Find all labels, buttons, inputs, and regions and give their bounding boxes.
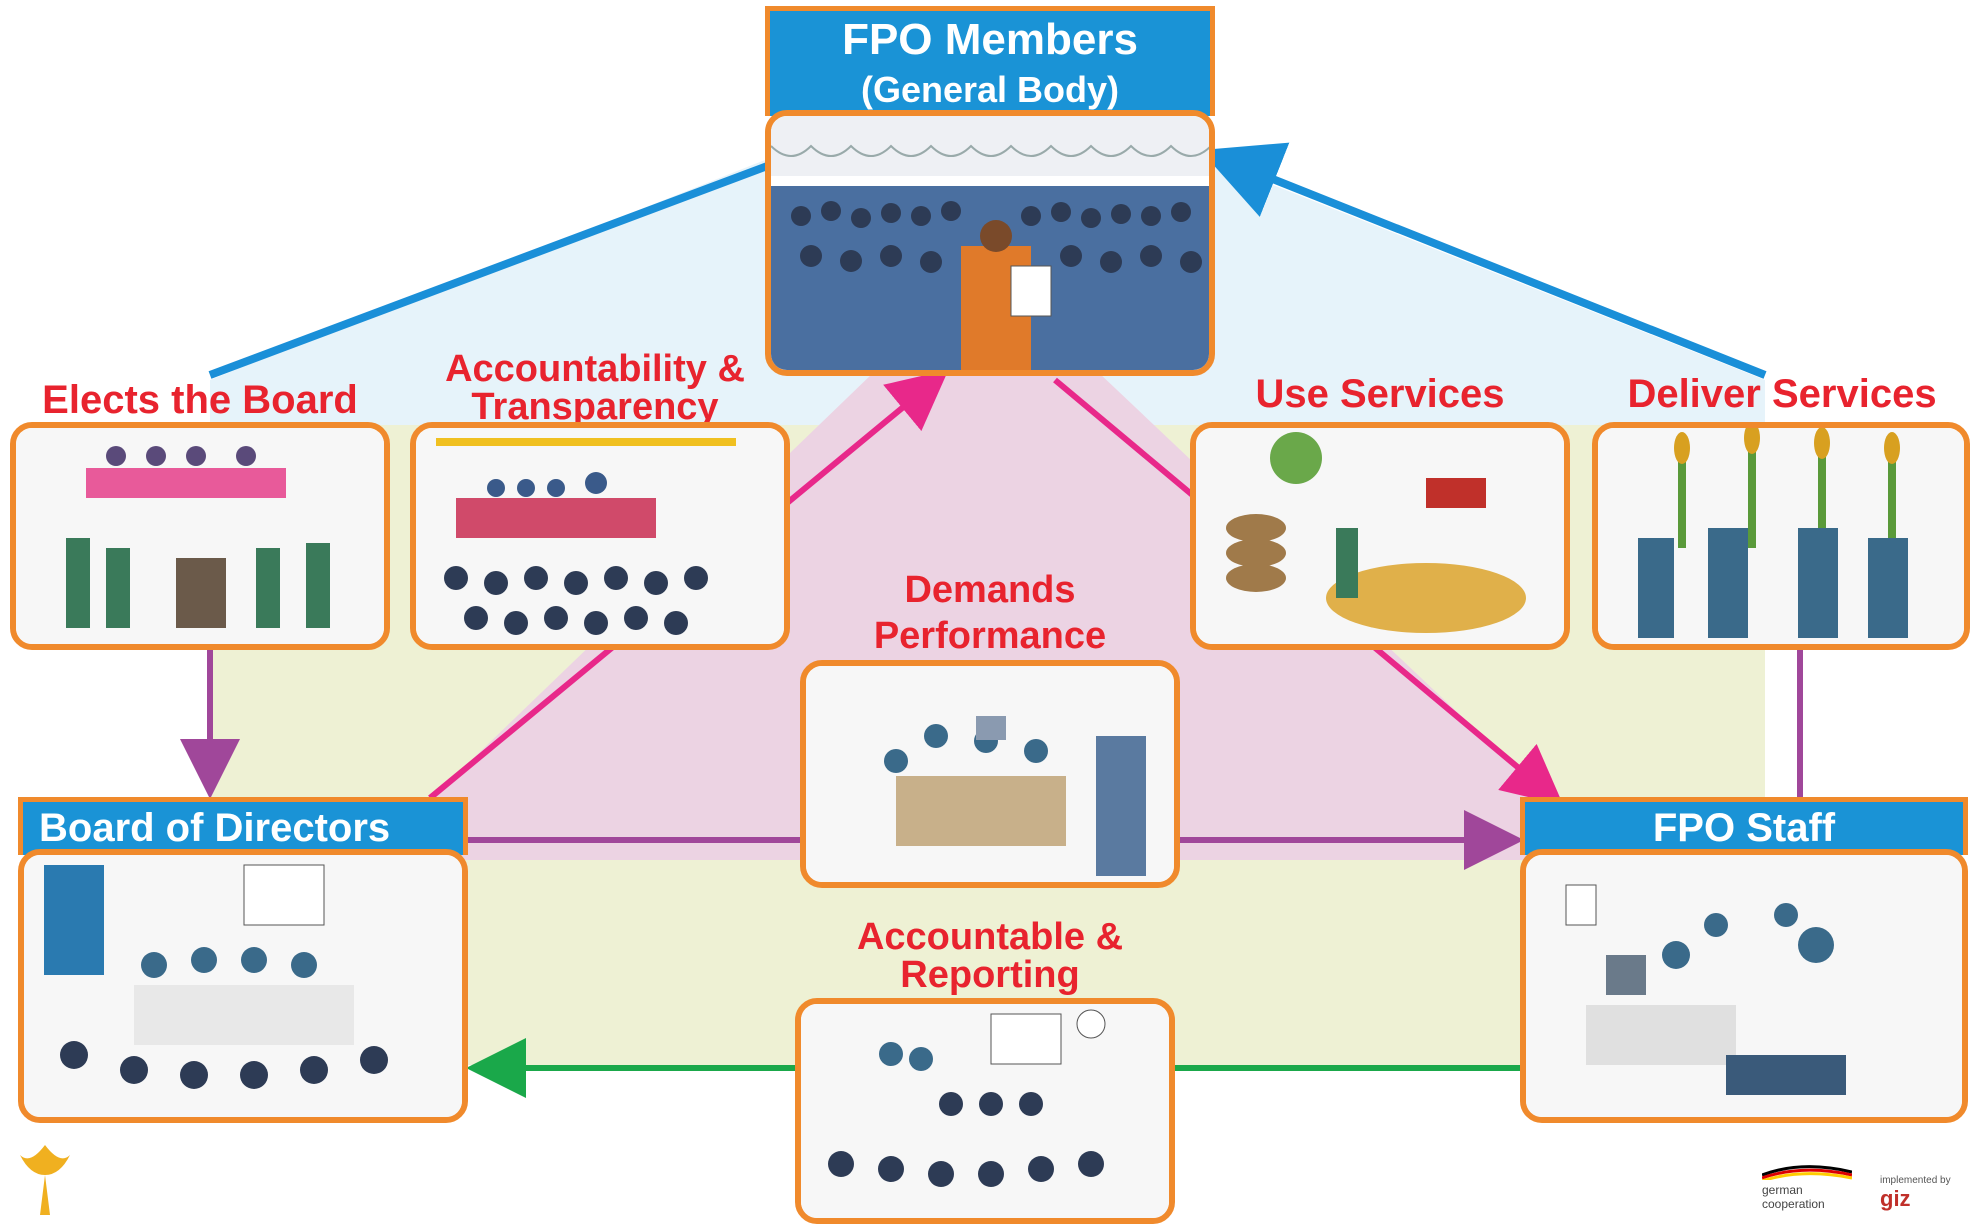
elects-illustration bbox=[10, 422, 390, 650]
deliver-arrow bbox=[1200, 142, 1767, 379]
accountability-label: Accountability & Transparency bbox=[410, 350, 780, 426]
cooperation-label: cooperation bbox=[1762, 1197, 1825, 1211]
german-cooperation-logo: german cooperation bbox=[1761, 1160, 1872, 1220]
staff-title: FPO Staff bbox=[1652, 806, 1836, 850]
village-reporting-illustration bbox=[801, 1004, 1169, 1218]
organization-logo bbox=[10, 1135, 80, 1220]
use-services-illustration bbox=[1190, 422, 1570, 650]
field-services-illustration bbox=[1598, 428, 1964, 644]
board-of-directors-node: Board of Directors bbox=[18, 797, 468, 1123]
deliver-services-illustration bbox=[1592, 422, 1970, 650]
board-illustration bbox=[18, 849, 468, 1123]
accountability-illustration bbox=[410, 422, 790, 650]
giz-label: giz bbox=[1880, 1186, 1911, 1211]
accountable-reporting-label: Accountable & Reporting bbox=[790, 918, 1190, 994]
reporting-illustration bbox=[795, 998, 1175, 1224]
fpo-members-title: FPO Members (General Body) bbox=[765, 6, 1215, 116]
fpo-members-node: FPO Members (General Body) bbox=[765, 6, 1215, 376]
board-title: Board of Directors bbox=[39, 806, 391, 850]
demands-performance-label: Demands Performance bbox=[820, 568, 1160, 659]
board-meeting-illustration bbox=[24, 855, 462, 1117]
organization-logo-icon bbox=[20, 1145, 70, 1215]
german-flag-swoosh-icon bbox=[1761, 1165, 1853, 1183]
elects-arrow-line bbox=[208, 161, 772, 379]
farm-produce-illustration bbox=[1196, 428, 1564, 644]
fpo-staff-node: FPO Staff bbox=[1520, 797, 1968, 1123]
general-body-illustration bbox=[765, 110, 1215, 376]
office-review-illustration bbox=[806, 666, 1174, 882]
accountable-label-line1: Accountable & bbox=[856, 916, 1124, 958]
stage-meeting-illustration bbox=[416, 428, 784, 644]
accountability-label-line2: Transparency bbox=[471, 386, 719, 428]
staff-illustration bbox=[1520, 849, 1968, 1123]
fpo-members-title-line1: FPO Members bbox=[842, 15, 1138, 64]
use-services-label: Use Services bbox=[1255, 372, 1505, 416]
accountability-label-line1: Accountability & bbox=[445, 348, 745, 390]
demands-label-line1: Demands bbox=[904, 569, 1076, 611]
accountable-label-line2: Reporting bbox=[900, 954, 1080, 996]
deliver-services-label: Deliver Services bbox=[1627, 372, 1937, 416]
implemented-by-label: implemented by bbox=[1880, 1175, 1951, 1186]
board-title-bar: Board of Directors bbox=[18, 797, 468, 855]
elects-the-board-label: Elects the Board bbox=[42, 378, 358, 422]
crowd-meeting-illustration bbox=[771, 116, 1209, 370]
german-label: german bbox=[1762, 1183, 1803, 1197]
fpo-members-title-line2: (General Body) bbox=[860, 69, 1120, 110]
center-triangle bbox=[430, 265, 1550, 800]
election-voting-illustration bbox=[16, 428, 384, 644]
staff-office-illustration bbox=[1526, 855, 1962, 1117]
staff-title-bar: FPO Staff bbox=[1520, 797, 1968, 855]
giz-logo: implemented by giz bbox=[1880, 1175, 1970, 1220]
demands-label-line2: Performance bbox=[873, 614, 1107, 657]
demands-illustration bbox=[800, 660, 1180, 888]
